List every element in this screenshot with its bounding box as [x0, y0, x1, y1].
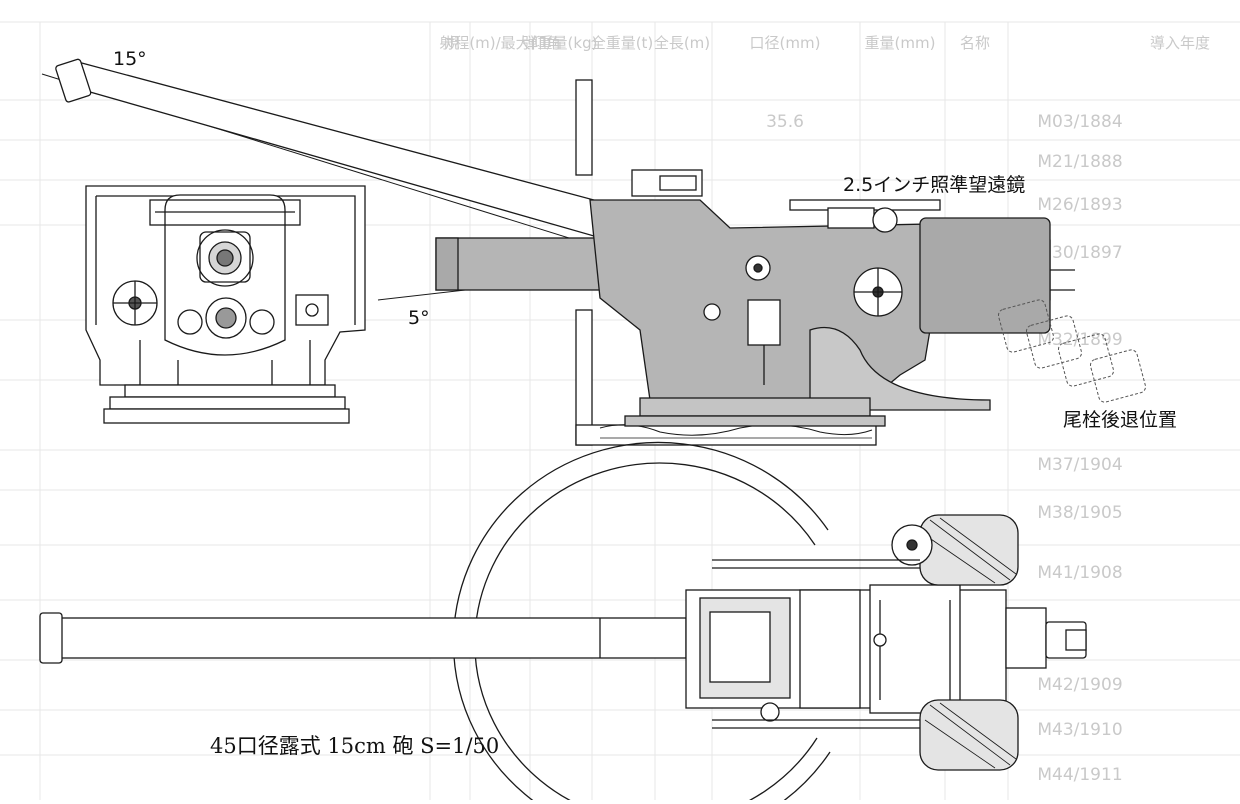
background-table-cell: 35.6: [766, 112, 804, 132]
background-table-cell: M21/1888: [1037, 152, 1122, 172]
top-view: [39, 441, 1087, 804]
diagram-caption: 45口径露式 15cm 砲 S=1/50: [210, 734, 500, 758]
background-table-cell: M03/1884: [1037, 112, 1122, 132]
background-table-header: 規: [444, 34, 459, 52]
background-table-cell: M38/1905: [1037, 503, 1122, 523]
side-view: [41, 58, 1147, 446]
background-table-header: 射程(m)/最大仰角: [439, 34, 560, 52]
background-table-header: 全長(m): [654, 34, 710, 52]
elevation-angle-down-label: 5°: [408, 307, 430, 329]
background-table-text: 導入年度 名称 重量(mm) 口径(mm) 全長(m)全重量(t)弾重量(kg)射程(m…: [439, 34, 1210, 785]
breech-recoil-label: 尾栓後退位置: [1063, 409, 1178, 431]
background-table-header: 導入年度: [1150, 34, 1210, 52]
background-table-cell: M37/1904: [1037, 455, 1122, 475]
background-table-header: 重量(mm): [865, 34, 936, 52]
background-table-cell: M26/1893: [1037, 195, 1122, 215]
background-table-cell: M43/1910: [1037, 720, 1122, 740]
telescope-label: 2.5インチ照準望遠鏡: [843, 174, 1026, 196]
background-table-header: 全重量(t): [591, 34, 654, 52]
background-table-header: 弾重量(kg): [523, 34, 598, 52]
background-table-cell: M42/1909: [1037, 675, 1122, 695]
background-table-cell: M41/1908: [1037, 563, 1122, 583]
background-table-cell: M30/1897: [1037, 243, 1122, 263]
background-table-cell: M44/1911: [1037, 765, 1122, 785]
background-table-header: 口径(mm): [750, 34, 821, 52]
front-view: [85, 185, 366, 424]
background-table-header: 名称: [960, 34, 990, 52]
elevation-angle-up-label: 15°: [113, 48, 147, 70]
background-table-cell: M32/1899: [1037, 330, 1122, 350]
